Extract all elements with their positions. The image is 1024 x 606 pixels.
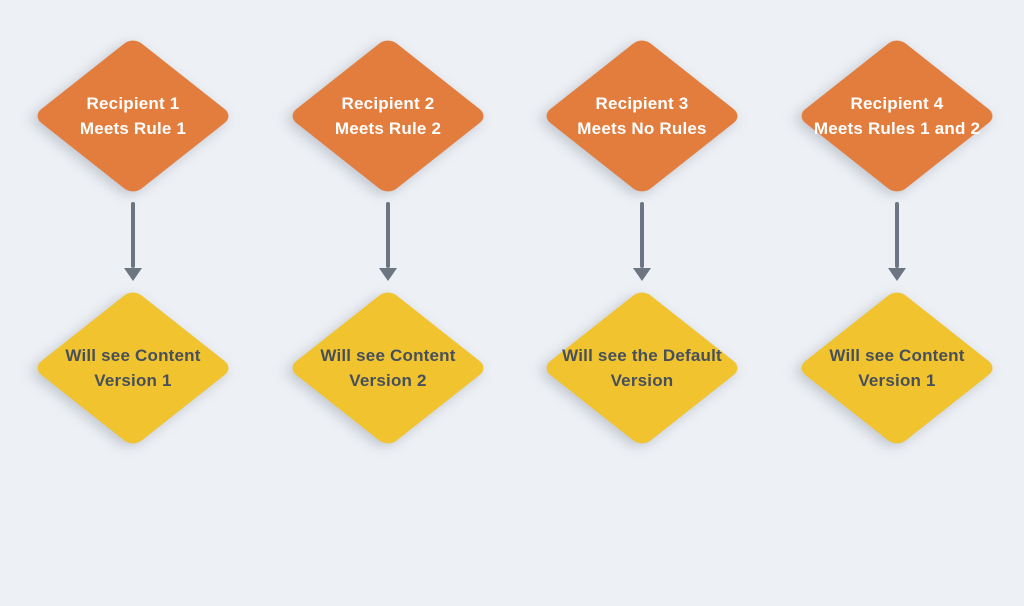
outcome-label: Will see the Default Version bbox=[542, 288, 742, 448]
outcome-line-2: Version 2 bbox=[349, 371, 427, 390]
condition-label: Recipient 3 Meets No Rules bbox=[542, 36, 742, 196]
outcome-node-3: Will see the Default Version bbox=[541, 288, 743, 448]
arrow-head-icon bbox=[379, 268, 397, 281]
condition-label: Recipient 4 Meets Rules 1 and 2 bbox=[797, 36, 997, 196]
arrow-head-icon bbox=[888, 268, 906, 281]
arrow-line bbox=[640, 202, 644, 268]
flow-arrow bbox=[888, 202, 906, 282]
outcome-line-1: Will see Content bbox=[829, 346, 965, 365]
condition-node-1: Recipient 1 Meets Rule 1 bbox=[32, 36, 234, 196]
flow-column-4: Recipient 4 Meets Rules 1 and 2 Will see… bbox=[796, 0, 998, 470]
condition-line-1: Recipient 4 bbox=[850, 94, 944, 113]
outcome-line-1: Will see the Default bbox=[562, 346, 722, 365]
arrow-line bbox=[895, 202, 899, 268]
outcome-node-4: Will see Content Version 1 bbox=[796, 288, 998, 448]
condition-line-2: Meets Rule 1 bbox=[79, 119, 187, 138]
flow-column-1: Recipient 1 Meets Rule 1 Will see Conten… bbox=[32, 0, 234, 470]
condition-line-2: Meets Rule 2 bbox=[334, 119, 442, 138]
condition-node-3: Recipient 3 Meets No Rules bbox=[541, 36, 743, 196]
arrow-head-icon bbox=[124, 268, 142, 281]
condition-line-2: Meets Rules 1 and 2 bbox=[813, 119, 981, 138]
arrow-head-icon bbox=[633, 268, 651, 281]
condition-label: Recipient 2 Meets Rule 2 bbox=[288, 36, 488, 196]
condition-node-2: Recipient 2 Meets Rule 2 bbox=[287, 36, 489, 196]
outcome-label: Will see Content Version 1 bbox=[797, 288, 997, 448]
condition-label: Recipient 1 Meets Rule 1 bbox=[33, 36, 233, 196]
outcome-label: Will see Content Version 2 bbox=[288, 288, 488, 448]
condition-line-1: Recipient 1 bbox=[86, 94, 180, 113]
flow-arrow bbox=[379, 202, 397, 282]
outcome-node-1: Will see Content Version 1 bbox=[32, 288, 234, 448]
condition-line-1: Recipient 2 bbox=[341, 94, 435, 113]
condition-line-1: Recipient 3 bbox=[595, 94, 689, 113]
arrow-line bbox=[131, 202, 135, 268]
condition-line-2: Meets No Rules bbox=[577, 119, 707, 138]
outcome-label: Will see Content Version 1 bbox=[33, 288, 233, 448]
flow-arrow bbox=[633, 202, 651, 282]
outcome-line-1: Will see Content bbox=[65, 346, 201, 365]
flow-column-2: Recipient 2 Meets Rule 2 Will see Conten… bbox=[287, 0, 489, 470]
outcome-line-2: Version 1 bbox=[858, 371, 936, 390]
arrow-line bbox=[386, 202, 390, 268]
outcome-line-1: Will see Content bbox=[320, 346, 456, 365]
flow-column-3: Recipient 3 Meets No Rules Will see the … bbox=[541, 0, 743, 470]
outcome-line-2: Version bbox=[610, 371, 674, 390]
outcome-line-2: Version 1 bbox=[94, 371, 172, 390]
flow-arrow bbox=[124, 202, 142, 282]
outcome-node-2: Will see Content Version 2 bbox=[287, 288, 489, 448]
condition-node-4: Recipient 4 Meets Rules 1 and 2 bbox=[796, 36, 998, 196]
